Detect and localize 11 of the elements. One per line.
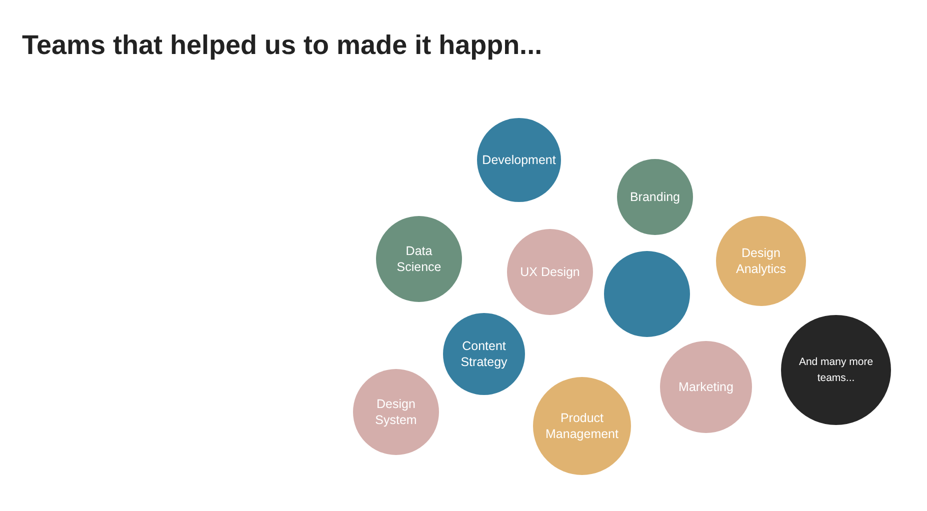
team-name: UX Design — [520, 264, 580, 280]
team-name: And many more teams... — [798, 355, 874, 386]
team-name: Design System — [374, 396, 418, 428]
team-name: Marketing — [678, 379, 734, 395]
team-name: Data Science — [396, 243, 442, 275]
team-name: Product Management — [544, 410, 620, 442]
page-title: Teams that helped us to made it happn... — [22, 30, 542, 61]
team-name: Development — [482, 152, 556, 168]
team-name: Branding — [630, 189, 680, 205]
team-name: Design Analytics — [734, 245, 788, 277]
team-name: Content Strategy — [460, 338, 508, 370]
